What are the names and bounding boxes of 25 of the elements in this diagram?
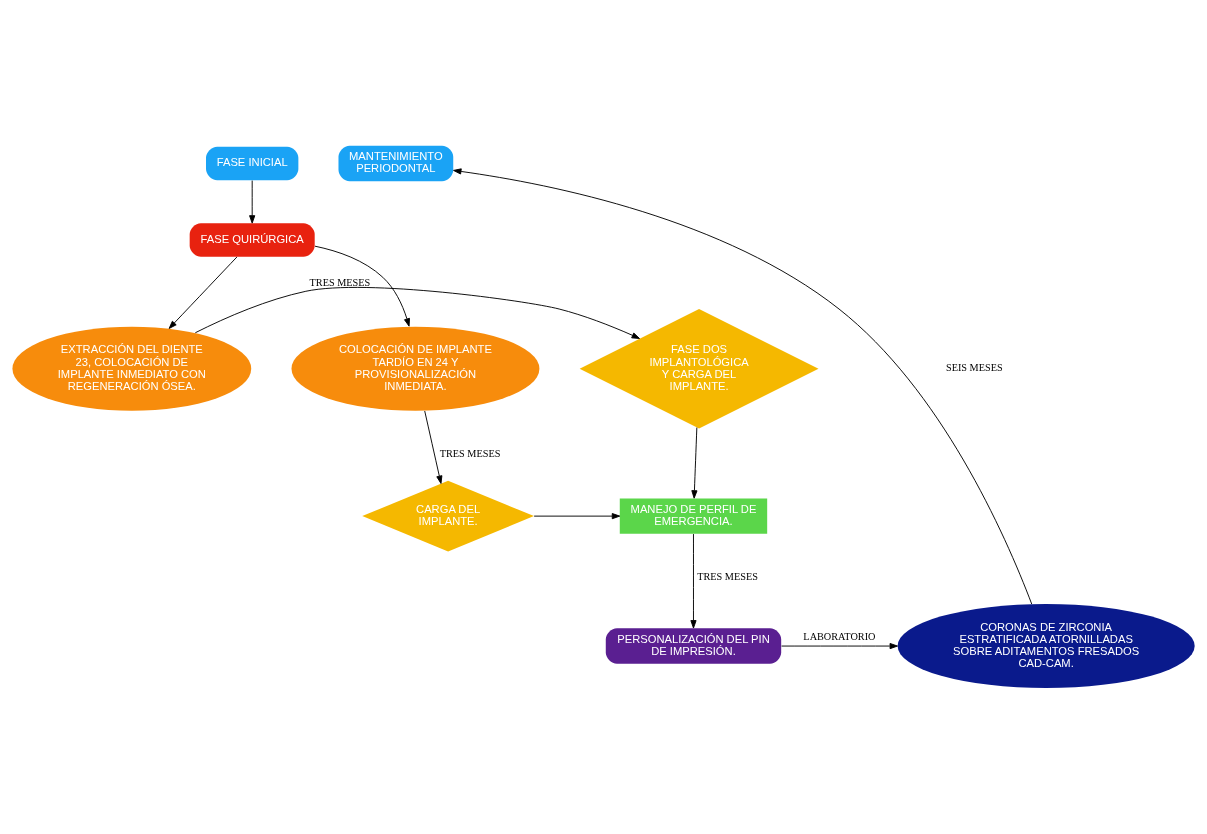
node-box: MANEJO DE PERFIL DE EMERGENCIA. <box>619 498 768 534</box>
arrow <box>691 427 698 499</box>
node-ellipse: EXTRACCIÓN DEL DIENTE 23, COLOCACIÓN DE IMPLANTE INMEDIATO CON REGENERACIÓN ÓSEA. <box>12 326 252 411</box>
node-ellipse: CORONAS DE ZIRCONIA ESTRATIFICADA ATORNILLADAS SOBRE ADITAMENTOS FRESADOS CAD-CAM. <box>897 604 1195 689</box>
edge-label: SEIS MESES <box>945 362 1003 374</box>
arrow <box>314 245 410 327</box>
arrow <box>690 533 697 629</box>
edge-label: TRES MESES <box>309 276 371 288</box>
node-diamond: FASE DOS IMPLANTOLÓGICA Y CARGA DEL IMPLANTE. <box>579 309 819 429</box>
node-diamond: CARGA DEL IMPLANTE. <box>362 480 534 552</box>
node-box: FASE INICIAL <box>206 146 299 181</box>
arrow <box>453 168 1033 605</box>
node-box: FASE QUIRÚRGICA <box>189 223 315 257</box>
arrow <box>168 256 238 329</box>
arrow <box>249 180 256 224</box>
edge-label: LABORATORIO <box>803 631 876 643</box>
node-box: MANTENIMIENTO PERIODONTAL <box>338 145 454 182</box>
edge-label: TRES MESES <box>439 448 501 460</box>
arrow <box>194 287 640 339</box>
arrow <box>424 410 443 484</box>
node-box: PERSONALIZACIÓN DEL PIN DE IMPRESIÓN. <box>605 628 782 664</box>
edge-label: TRES MESES <box>697 571 758 583</box>
arrow <box>781 642 898 650</box>
arrow <box>533 513 621 520</box>
node-ellipse: COLOCACIÓN DE IMPLANTE TARDÍO EN 24 Y PROVISIONALIZACIÓN INMEDIATA. <box>291 326 540 411</box>
